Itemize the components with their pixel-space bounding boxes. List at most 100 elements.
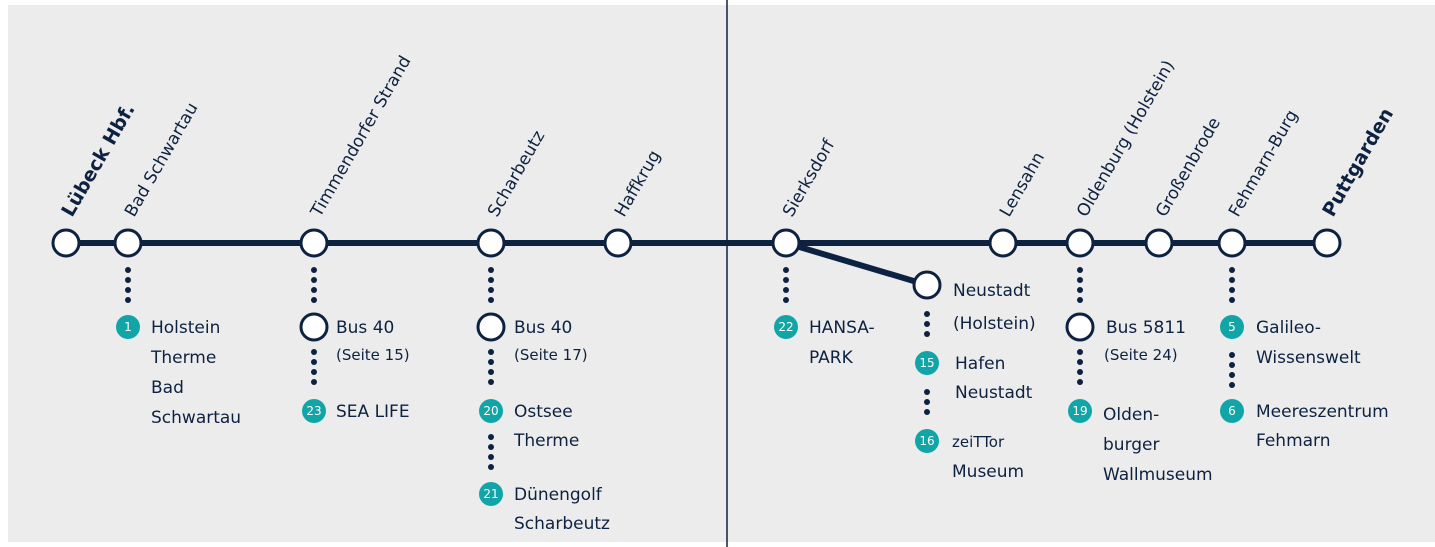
- connector-oldenburg-bus: [1077, 349, 1083, 385]
- poi-number: 5: [1228, 320, 1236, 334]
- poi-label-line: SEA LIFE: [336, 402, 410, 422]
- map-panel: [8, 5, 1435, 542]
- poi-label-line: Scharbeutz: [514, 514, 610, 534]
- poi-21: 21 Dünengolf Scharbeutz: [479, 482, 610, 534]
- poi-15: 15 Hafen Neustadt: [915, 351, 1033, 403]
- poi-6: 6 Meereszentrum Fehmarn: [1220, 399, 1389, 451]
- poi-label-line: Neustadt: [955, 383, 1033, 403]
- poi-20: 20 Ostsee Therme: [479, 399, 579, 451]
- station-markers: [51, 228, 1342, 342]
- dotted-connectors: [125, 267, 1235, 470]
- poi-badge: [1068, 399, 1092, 423]
- bus-page-ref: (Seite 15): [336, 346, 410, 364]
- station-marker-grossenbrode: [1144, 228, 1174, 258]
- poi-label-line: PARK: [809, 348, 854, 368]
- poi-number: 22: [778, 320, 793, 334]
- station-label-lensahn: Lensahn: [996, 149, 1049, 221]
- poi-16: 16 zeiTTor Museum: [915, 429, 1024, 482]
- connector-scharbeutz-bus: [488, 349, 494, 385]
- poi-badge: [774, 315, 798, 339]
- bus-page-ref: (Seite 17): [514, 346, 588, 364]
- connector-ostsee-therme: [488, 434, 494, 470]
- station-label-fehmarn-burg: Fehmarn-Burg: [1225, 107, 1302, 221]
- poi-label-line: Fehmarn: [1256, 431, 1331, 451]
- connector-fehmarn-burg: [1229, 267, 1235, 303]
- poi-number: 19: [1072, 404, 1087, 418]
- poi-number: 20: [483, 404, 498, 418]
- poi-label-line: HANSA-: [809, 318, 875, 338]
- connector-oldenburg: [1077, 267, 1083, 303]
- station-label-sierksdorf: Sierksdorf: [779, 135, 840, 220]
- bus-name: Bus 40: [336, 318, 394, 338]
- poi-badge: [479, 482, 503, 506]
- bus-oldenburg: Bus 5811 (Seite 24): [1104, 318, 1186, 364]
- poi-label-line: Therme: [150, 348, 216, 368]
- station-marker-lensahn: [988, 228, 1018, 258]
- poi-badge: [1220, 315, 1244, 339]
- station-label-neustadt-line1: Neustadt: [953, 281, 1031, 301]
- station-label-neustadt-line2: (Holstein): [953, 314, 1036, 334]
- poi-number: 16: [919, 434, 934, 448]
- poi-label-line: Ostsee: [514, 402, 573, 422]
- connector-scharbeutz: [488, 267, 494, 303]
- poi-label-line: Wissenswelt: [1256, 348, 1361, 368]
- poi-1: 1 Holstein Therme Bad Schwartau: [116, 315, 241, 428]
- poi-number: 23: [306, 404, 321, 418]
- bus-timmendorfer: Bus 40 (Seite 15): [336, 318, 410, 364]
- poi-badge: [479, 399, 503, 423]
- bus-marker-oldenburg: [1065, 312, 1095, 342]
- poi-label-line: Hafen: [955, 354, 1005, 374]
- station-marker-bad-schwartau: [113, 228, 143, 258]
- poi-badge: [1220, 399, 1244, 423]
- connector-hafen-neustadt: [924, 389, 930, 415]
- poi-label-line: Meereszentrum: [1256, 402, 1389, 422]
- station-marker-neustadt: [912, 270, 942, 300]
- poi-badge: [915, 429, 939, 453]
- connector-neustadt: [924, 311, 930, 337]
- poi-5: 5 Galileo- Wissenswelt: [1220, 315, 1361, 368]
- station-marker-oldenburg: [1065, 228, 1095, 258]
- poi-label-line: Dünengolf: [514, 485, 603, 505]
- station-marker-fehmarn-burg: [1217, 228, 1247, 258]
- station-marker-haffkrug: [603, 228, 633, 258]
- connector-sierksdorf: [783, 267, 789, 303]
- poi-19: 19 Olden- burger Wallmuseum: [1068, 399, 1213, 485]
- branch-line-neustadt: [785, 240, 928, 288]
- poi-22: 22 HANSA- PARK: [774, 315, 875, 368]
- poi-label-line: Holstein: [151, 318, 220, 338]
- station-label-grossenbrode: Großenbrode: [1152, 114, 1225, 220]
- connector-timmendorfer: [311, 267, 317, 303]
- poi-number: 1: [124, 320, 132, 334]
- poi-label-line: Museum: [952, 462, 1024, 482]
- bus-name: Bus 40: [514, 318, 572, 338]
- bus-marker-scharbeutz: [476, 312, 506, 342]
- poi-label-line: Galileo-: [1256, 318, 1321, 338]
- poi-badge: [915, 351, 939, 375]
- poi-label-line: Wallmuseum: [1103, 465, 1213, 485]
- bus-marker-timmendorfer: [299, 312, 329, 342]
- station-label-puttgarden: Puttgarden: [1318, 104, 1398, 220]
- station-marker-luebeck: [51, 228, 81, 258]
- connector-bad-schwartau: [125, 267, 131, 303]
- poi-label-line: Olden-: [1103, 405, 1159, 425]
- poi-label-line: zeiTTor: [952, 433, 1005, 451]
- bus-scharbeutz: Bus 40 (Seite 17): [514, 318, 588, 364]
- station-label-haffkrug: Haffkrug: [611, 147, 665, 220]
- poi-badge: [116, 315, 140, 339]
- station-marker-puttgarden: [1312, 228, 1342, 258]
- poi-number: 21: [483, 487, 498, 501]
- poi-number: 6: [1228, 404, 1236, 418]
- connector-galileo: [1229, 352, 1235, 388]
- poi-number: 15: [919, 356, 934, 370]
- poi-label-line: Therme: [513, 431, 579, 451]
- connector-timmendorfer-bus: [311, 349, 317, 385]
- station-marker-scharbeutz: [476, 228, 506, 258]
- bus-page-ref: (Seite 24): [1104, 346, 1178, 364]
- poi-label-line: burger: [1103, 435, 1160, 455]
- station-label-timmendorfer: Timmendorfer Strand: [307, 53, 416, 222]
- poi-label-line: Bad: [151, 378, 184, 398]
- poi-label-line: Schwartau: [151, 408, 241, 428]
- bus-name: Bus 5811: [1106, 318, 1186, 338]
- poi-23: 23 SEA LIFE: [302, 399, 410, 423]
